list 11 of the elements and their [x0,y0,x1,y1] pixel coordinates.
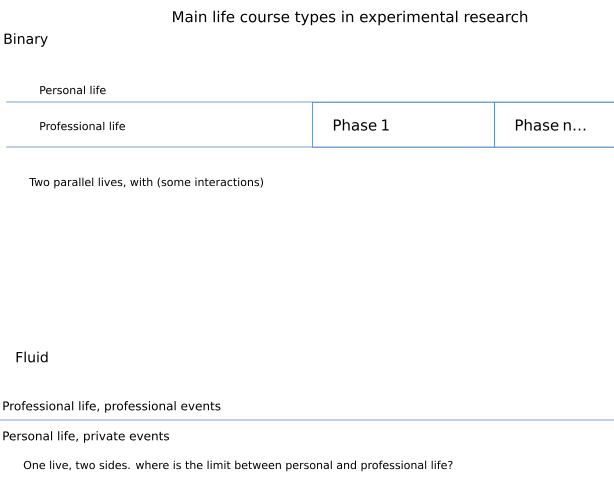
note-text: One live, two sides. where is the limit between personal and professional life? [24,460,452,472]
row-label: Personal life [40,86,106,94]
note-text: Two parallel lives, with (some interactions) [29,178,263,188]
phase-box: Phase n… [494,102,614,148]
phase-box: Phase 1 [312,102,495,148]
row-label: Professional life, professional events [3,401,220,413]
section-heading: Binary [4,33,48,47]
title: Main life course types in experimental research [173,10,528,26]
row-label: Personal life, private events [3,431,169,443]
row-label: Professional life [40,122,125,130]
section-heading: Fluid [16,352,48,362]
